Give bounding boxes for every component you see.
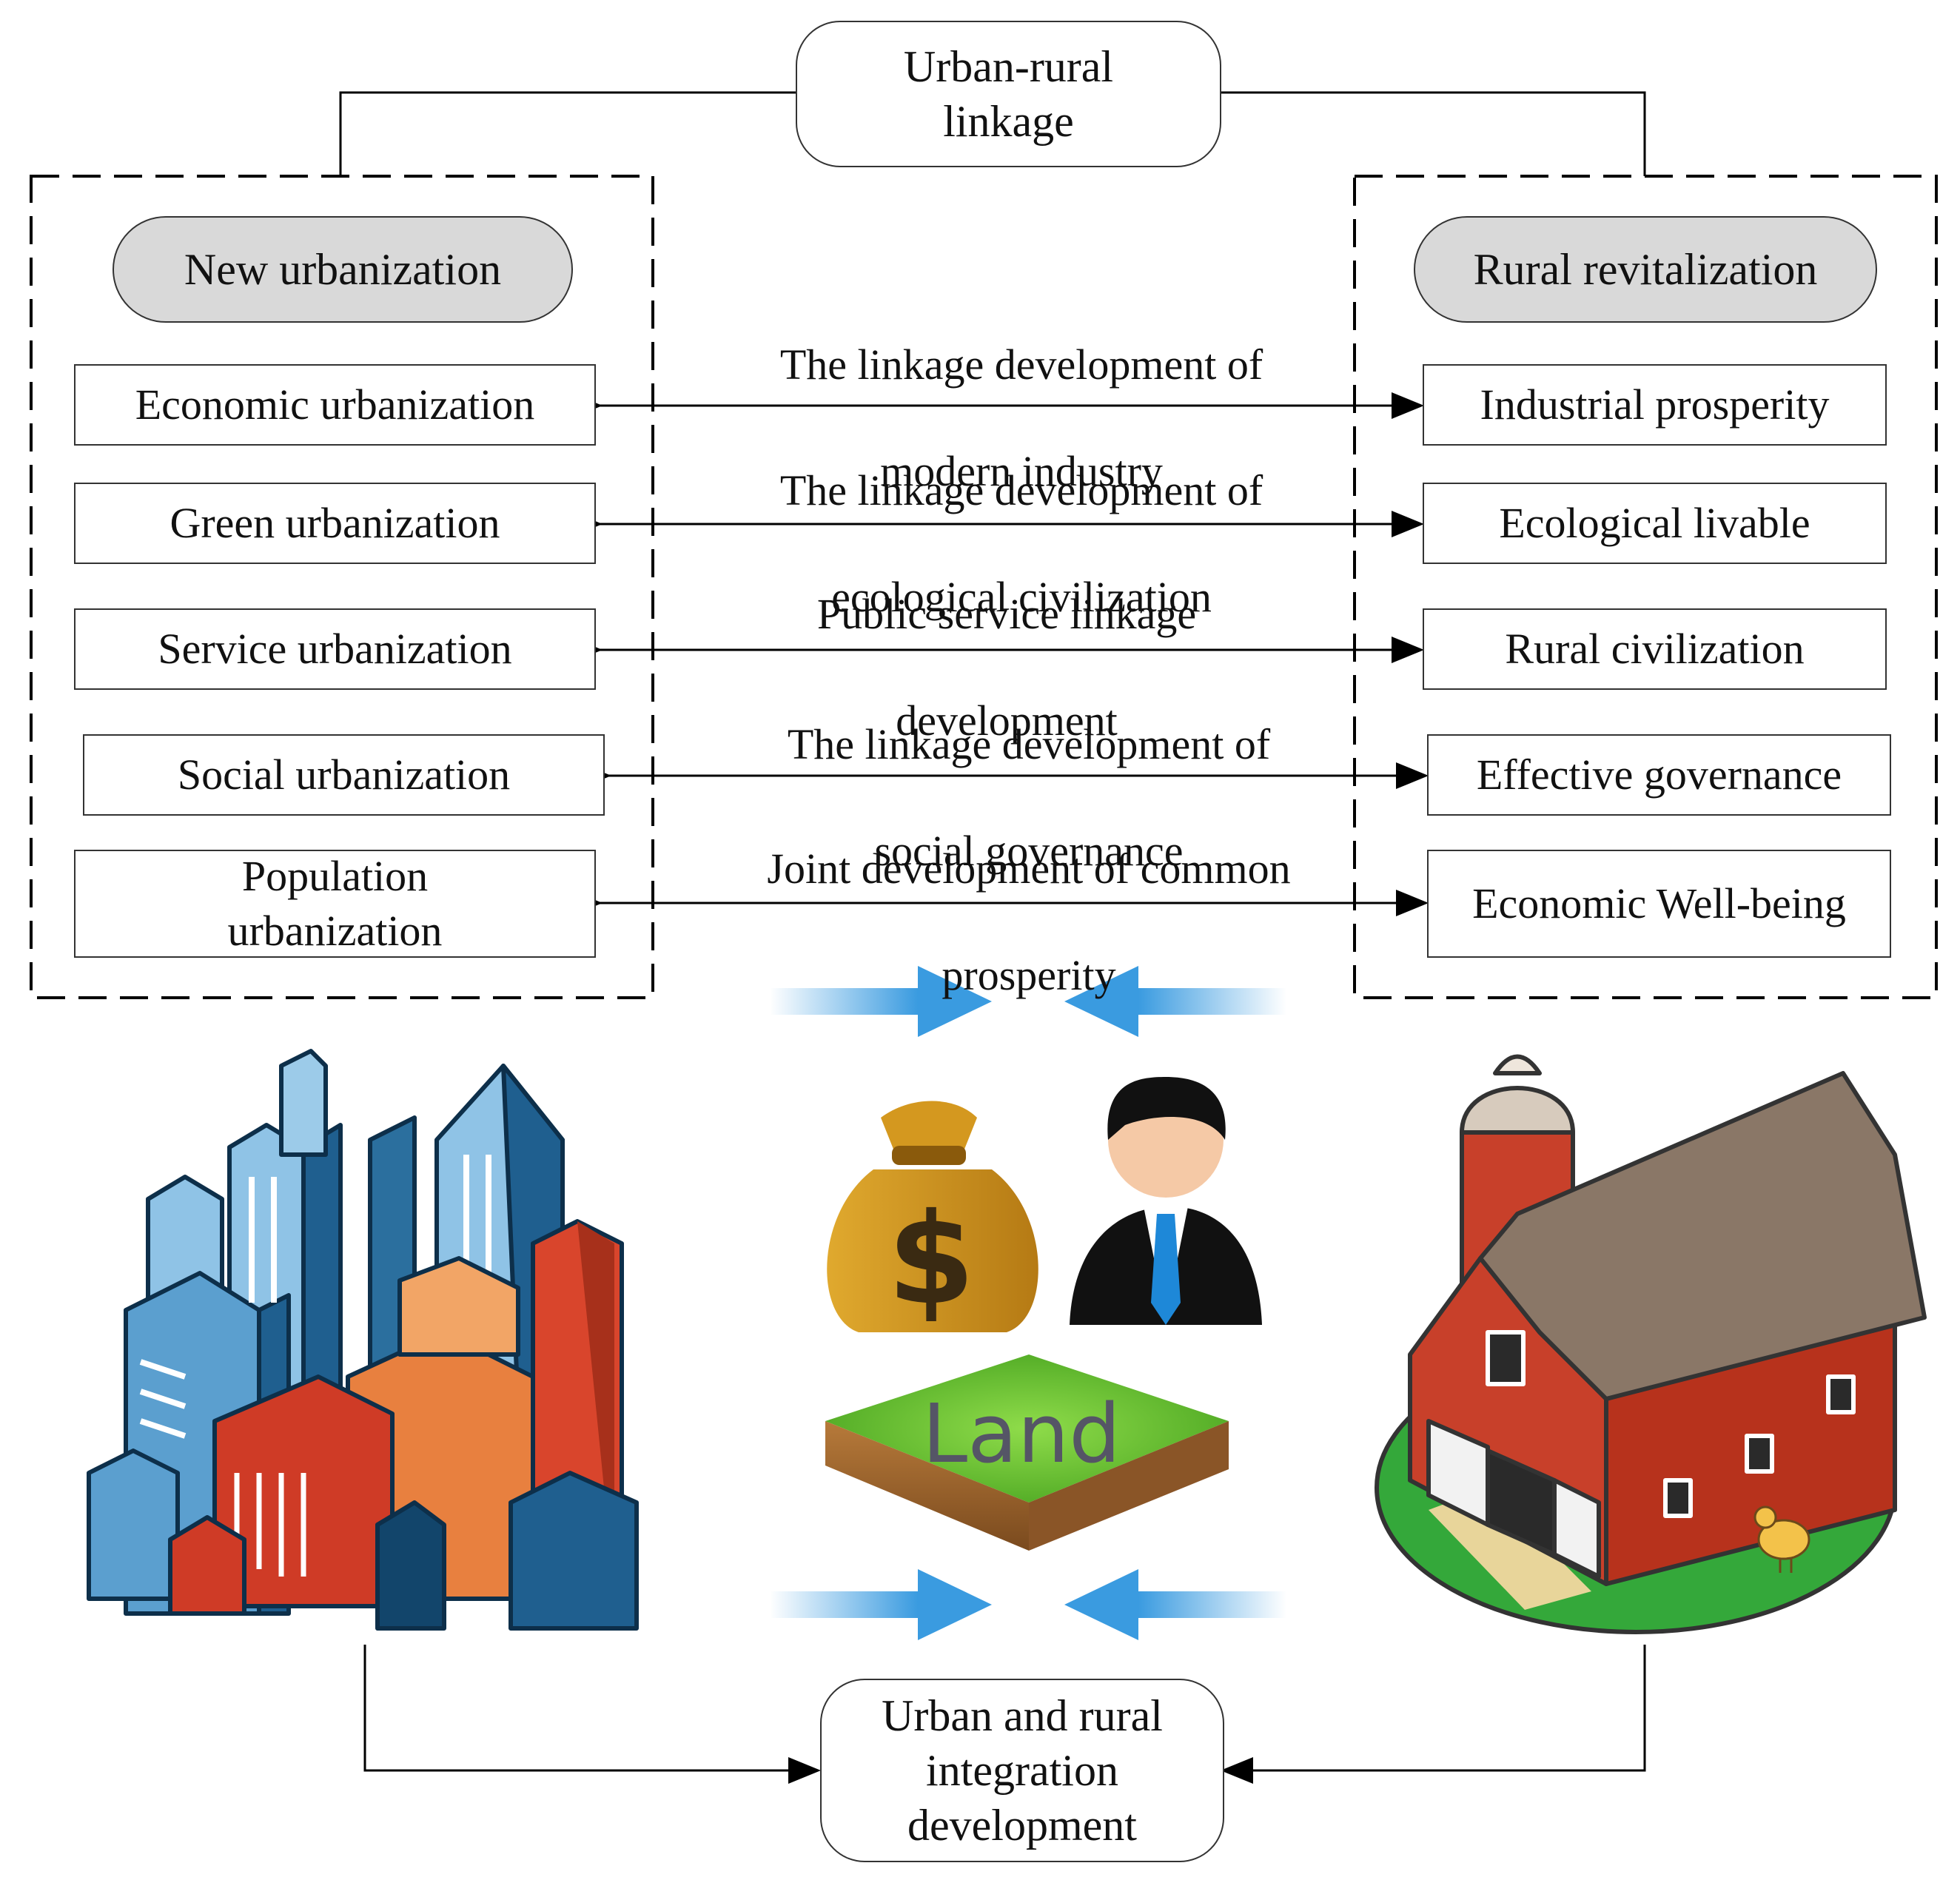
link-label-3-line-1: Public service linkage	[816, 590, 1197, 638]
link-label-5-line-2: prosperity	[942, 951, 1116, 999]
rural-civilization-box: Rural civilization	[1423, 608, 1887, 690]
link-label-2-line-1: The linkage development of	[779, 466, 1263, 514]
green-urbanization-box: Green urbanization	[74, 483, 596, 564]
bottom-node-line-2: integration	[926, 1746, 1118, 1795]
barn-icon	[1375, 1054, 1927, 1634]
urban-rural-integration-node: Urban and rural integration development	[820, 1679, 1224, 1862]
link-label-3-line-2: development	[896, 696, 1118, 745]
businessman-icon	[1070, 1077, 1262, 1325]
bottom-right-connector	[1221, 1645, 1646, 1784]
link-label-3: Public service linkage development	[651, 534, 1362, 801]
flow-arrow-left-bottom	[1064, 1569, 1286, 1640]
rural-group-frame	[1353, 175, 1938, 999]
link-label-5-line-1: Joint development of common	[767, 845, 1291, 893]
flow-arrow-left-top	[1064, 966, 1286, 1037]
population-urbanization-line-1: Population	[241, 852, 429, 900]
rural-revitalization-header: Rural revitalization	[1414, 216, 1877, 323]
link-label-1: The linkage development of modern indust…	[666, 285, 1377, 551]
top-right-connector	[1221, 91, 1646, 176]
new-urbanization-header: New urbanization	[113, 216, 573, 323]
link-label-1-line-1: The linkage development of	[779, 340, 1263, 389]
money-bag-icon: $	[827, 1101, 1038, 1333]
industrial-prosperity-box: Industrial prosperity	[1423, 364, 1887, 446]
top-node-line-2: linkage	[943, 97, 1074, 146]
dollar-sign-icon: $	[887, 1186, 975, 1333]
top-node-line-1: Urban-rural	[903, 42, 1114, 91]
flow-arrow-right-bottom	[770, 1569, 992, 1640]
service-urbanization-box: Service urbanization	[74, 608, 596, 690]
effective-governance-box: Effective governance	[1427, 734, 1891, 816]
economic-urbanization-box: Economic urbanization	[74, 364, 596, 446]
social-urbanization-box: Social urbanization	[83, 734, 605, 816]
population-urbanization-box: Population urbanization	[74, 850, 596, 958]
bottom-node-line-3: development	[907, 1801, 1137, 1850]
land-tile-icon: Land	[825, 1354, 1229, 1551]
link-label-2-line-2: ecological civilization	[831, 573, 1212, 621]
top-left-connector	[339, 91, 796, 176]
link-label-5: Joint development of common prosperity	[674, 789, 1384, 1055]
city-buildings-icon	[87, 1049, 639, 1631]
ecological-livable-box: Ecological livable	[1423, 483, 1887, 564]
urban-group-frame	[30, 175, 654, 999]
economic-well-being-box: Economic Well-being	[1427, 850, 1891, 958]
link-label-4-line-1: The linkage development of	[787, 720, 1271, 768]
link-label-1-line-2: modern industry	[880, 447, 1163, 495]
land-label: Land	[922, 1386, 1121, 1481]
chicken-icon	[1753, 1505, 1810, 1573]
bottom-node-line-1: Urban and rural	[882, 1691, 1163, 1740]
flow-arrow-right-top	[770, 966, 992, 1037]
link-label-4: The linkage development of social govern…	[674, 665, 1384, 931]
bottom-left-connector	[363, 1645, 821, 1784]
urban-rural-linkage-node: Urban-rural linkage	[796, 21, 1221, 167]
link-label-2: The linkage development of ecological ci…	[666, 411, 1377, 677]
population-urbanization-line-2: urbanization	[227, 907, 443, 955]
link-label-4-line-2: social governance	[874, 827, 1184, 875]
